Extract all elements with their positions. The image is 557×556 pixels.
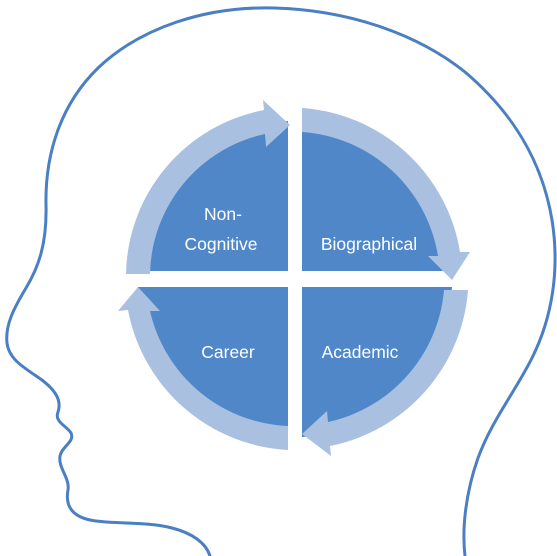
arrow-bottom-left <box>118 287 288 450</box>
label-non-cognitive-line1: Non- <box>204 204 242 224</box>
label-career: Career <box>201 342 255 362</box>
arrow-bottom-right <box>302 290 468 456</box>
label-non-cognitive-line2: Cognitive <box>185 234 258 254</box>
quadrant-non-cognitive <box>138 121 288 271</box>
cycle-arrows <box>118 100 470 456</box>
quadrant-academic <box>302 287 452 437</box>
quadrant-biographical <box>302 121 452 271</box>
head-outline <box>5 6 557 556</box>
arrow-top-left <box>126 100 290 274</box>
label-academic: Academic <box>322 342 399 362</box>
arrow-top-right <box>302 108 470 280</box>
quadrant-career <box>138 287 288 437</box>
label-biographical: Biographical <box>321 234 417 254</box>
